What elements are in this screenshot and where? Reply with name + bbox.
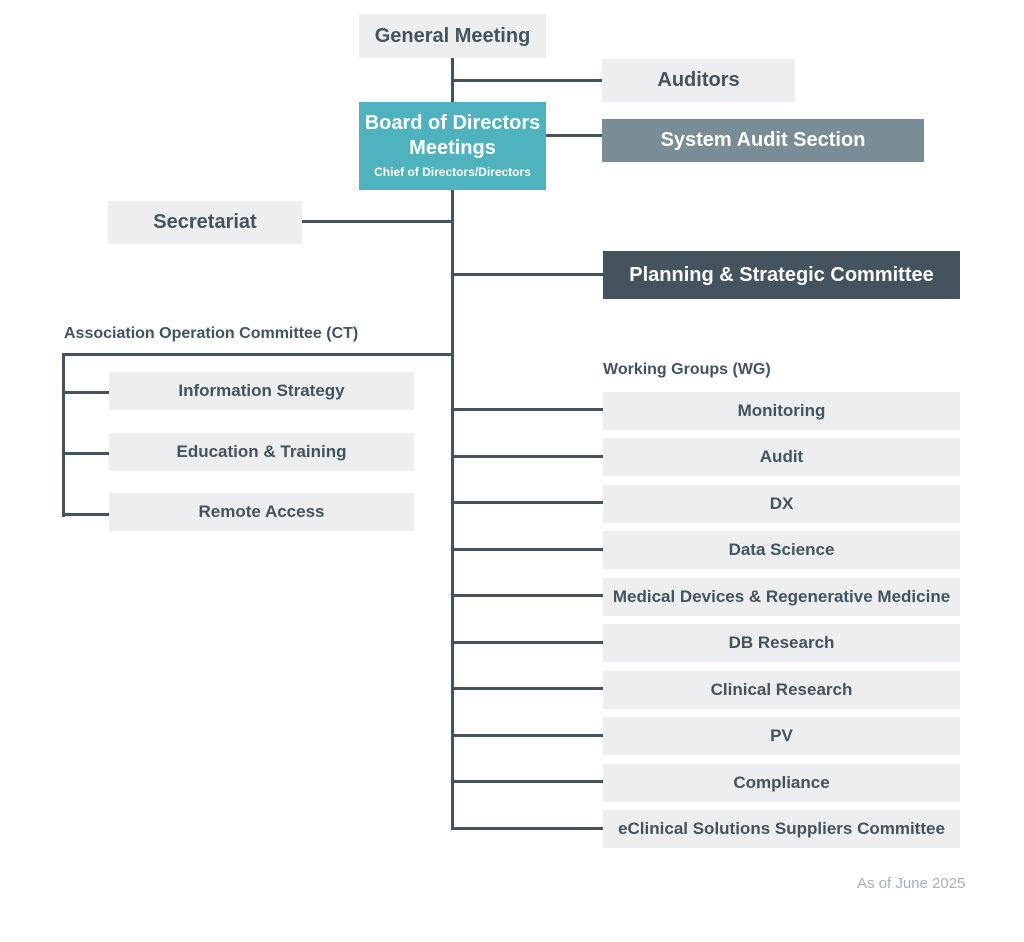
wg-item-label: Clinical Research (710, 680, 853, 699)
wg-item: Medical Devices & Regenerative Medicine (603, 578, 960, 616)
auditors-label: Auditors (657, 69, 740, 91)
connector-line (451, 827, 603, 830)
wg-item-label: Audit (759, 447, 804, 466)
system-audit-section-label: System Audit Section (660, 129, 866, 151)
connector-line (62, 513, 109, 516)
board-title-line1: Board of Directors (364, 112, 541, 134)
wg-item: eClinical Solutions Suppliers Committee (603, 810, 960, 848)
wg-item: Monitoring (603, 392, 960, 430)
wg-item-label: DB Research (728, 633, 835, 652)
wg-item: Clinical Research (603, 671, 960, 709)
connector-line (451, 734, 603, 737)
ct-item: Information Strategy (109, 372, 414, 410)
board-subtitle: Chief of Directors/Directors (374, 165, 531, 179)
connector-line (451, 594, 603, 597)
wg-item-label: eClinical Solutions Suppliers Committee (618, 819, 945, 838)
connector-line (451, 79, 603, 82)
ct-item-label: Information Strategy (178, 381, 345, 400)
connector-line (451, 501, 603, 504)
ct-section-label: Association Operation Committee (CT) (64, 325, 359, 342)
general-meeting-box: General Meeting (359, 14, 546, 58)
as-of-date-note: As of June 2025 (857, 875, 966, 892)
ct-item: Remote Access (109, 493, 414, 531)
ct-item-label: Education & Training (176, 442, 347, 461)
connector-line (546, 134, 603, 137)
wg-item: PV (603, 717, 960, 755)
planning-strategic-committee-box: Planning & Strategic Committee (603, 251, 960, 299)
connector-line (451, 780, 603, 783)
connector-line (451, 455, 603, 458)
wg-item: DX (603, 485, 960, 523)
connector-line (62, 353, 454, 356)
connector-line (62, 452, 109, 455)
auditors-box: Auditors (602, 59, 795, 102)
secretariat-label: Secretariat (153, 211, 257, 233)
board-of-directors-box: Board of Directors Meetings Chief of Dir… (359, 102, 546, 190)
secretariat-box: Secretariat (108, 201, 302, 244)
connector-line (302, 220, 454, 223)
system-audit-section-box: System Audit Section (602, 119, 924, 162)
wg-item-label: PV (770, 726, 793, 745)
wg-item: Audit (603, 438, 960, 476)
connector-line (62, 391, 109, 394)
wg-item: Data Science (603, 531, 960, 569)
wg-item-label: DX (769, 494, 794, 513)
ct-item-label: Remote Access (198, 502, 325, 521)
wg-item-label: Compliance (733, 773, 830, 792)
wg-item: Compliance (603, 764, 960, 802)
wg-section-label: Working Groups (WG) (603, 361, 771, 378)
ct-item: Education & Training (109, 433, 414, 471)
planning-strategic-committee-label: Planning & Strategic Committee (629, 263, 934, 286)
wg-item-label: Medical Devices & Regenerative Medicine (612, 587, 951, 606)
board-title-line2: Meetings (409, 137, 496, 159)
connector-line (451, 273, 603, 276)
connector-line (451, 408, 603, 411)
wg-item-label: Monitoring (737, 401, 826, 420)
connector-line (451, 548, 603, 551)
connector-line (451, 687, 603, 690)
connector-line (451, 190, 454, 830)
wg-item: DB Research (603, 624, 960, 662)
connector-line (451, 641, 603, 644)
connector-line (62, 353, 65, 517)
general-meeting-label: General Meeting (374, 24, 531, 47)
wg-item-label: Data Science (728, 540, 835, 559)
